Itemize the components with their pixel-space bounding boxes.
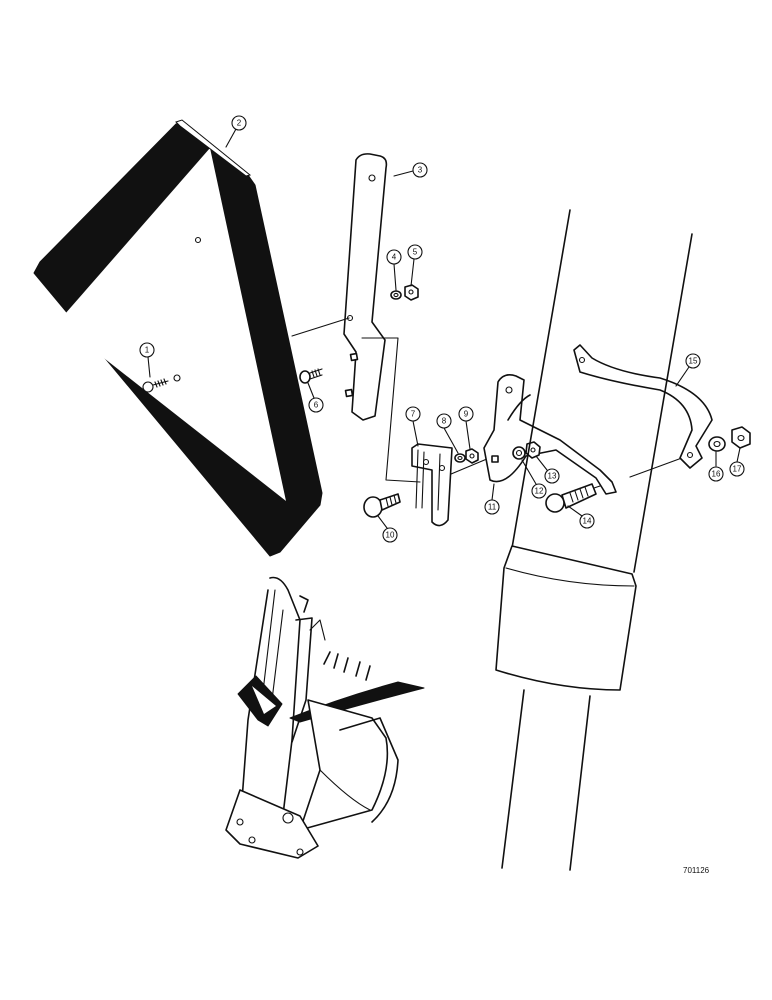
callout-17: 17 [729,461,745,477]
callout-7: 7 [405,406,421,422]
bolt-part-12 [512,446,526,460]
mounting-plate-part-3 [343,153,388,421]
callouts: 1 2 3 4 5 6 7 8 9 10 11 12 13 14 15 16 1… [139,115,745,543]
callout-1: 1 [139,342,155,358]
svg-text:13: 13 [548,472,557,481]
svg-text:7: 7 [411,410,416,419]
smv-emblem [33,119,323,557]
callout-4: 4 [386,249,402,265]
svg-text:8: 8 [442,417,447,426]
washer-part-16 [708,436,726,452]
svg-text:3: 3 [418,166,423,175]
nut-part-9 [465,448,479,464]
svg-text:17: 17 [733,465,742,474]
nut-part-17 [731,426,751,449]
svg-text:1: 1 [145,346,150,355]
nut-part-5 [404,284,419,301]
backhoe-context-view [225,576,425,859]
callout-leaders [147,128,741,529]
svg-text:2: 2 [237,119,242,128]
callout-5: 5 [407,244,423,260]
callout-3: 3 [412,162,428,178]
callout-2: 2 [231,115,247,131]
callout-14: 14 [579,513,595,529]
callout-15: 15 [685,353,701,369]
svg-text:11: 11 [488,503,497,512]
screw-part-1 [142,374,181,393]
clamp-part-11 [483,374,617,495]
svg-text:6: 6 [314,401,319,410]
callout-6: 6 [308,397,324,413]
svg-text:15: 15 [689,357,698,366]
callout-10: 10 [382,527,398,543]
washer-part-8 [454,453,466,463]
svg-text:4: 4 [392,253,397,262]
callout-13: 13 [544,468,560,484]
svg-text:12: 12 [535,487,544,496]
washer-part-4 [390,290,402,300]
svg-text:5: 5 [413,248,418,257]
svg-text:9: 9 [464,410,469,419]
svg-text:10: 10 [386,531,395,540]
boom-pole [495,209,693,871]
callout-16: 16 [708,466,724,482]
svg-text:14: 14 [583,517,592,526]
bolt-part-14 [545,483,597,513]
reference-code: 701126 [683,866,710,875]
bolt-part-10 [363,493,401,518]
callout-12: 12 [531,483,547,499]
callout-9: 9 [458,406,474,422]
callout-8: 8 [436,413,452,429]
bolt-part-6 [299,368,323,384]
callout-11: 11 [484,499,500,515]
bracket-part-7 [411,443,453,527]
svg-text:16: 16 [712,470,721,479]
u-strap-part-15 [573,344,713,469]
